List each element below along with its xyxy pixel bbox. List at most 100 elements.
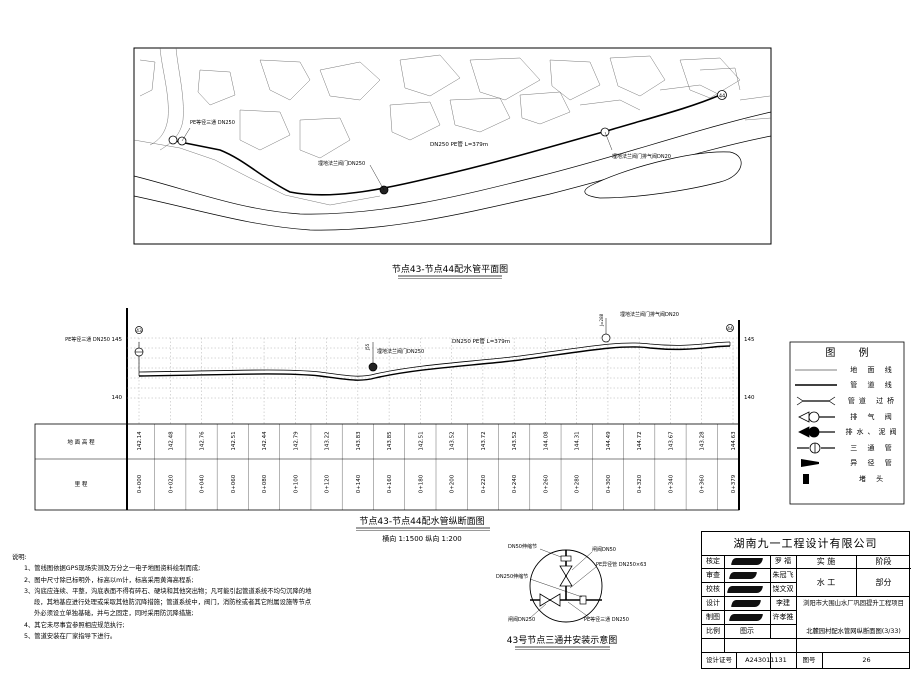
legend-frame <box>789 341 905 505</box>
plan-node-44 <box>717 90 727 100</box>
profile-valve1-symbol <box>368 362 378 372</box>
legend-item: 地 面 线 <box>790 362 904 378</box>
name-design: 李建 <box>776 599 790 607</box>
role-draft: 制图 <box>706 613 720 621</box>
profile-air-valve-symbol <box>601 333 611 343</box>
company-name: 湖南九一工程设计有限公司 <box>702 532 909 556</box>
detail-title: 43号节点三通井安装示意图 <box>507 634 617 646</box>
detail-joint-dn250 <box>579 595 587 605</box>
name-review: 朱冠飞 <box>772 571 794 579</box>
legend-item: 三 通 管 <box>790 440 904 456</box>
profile-node-44 <box>726 324 734 332</box>
note-1: 1、管线图依据GPS现场实测及万分之一电子地图资料绘制而成; <box>24 565 201 573</box>
note-5: 5、管道安装在厂家指导下进行。 <box>24 633 117 641</box>
role-approve: 核定 <box>706 557 720 565</box>
profile-scale: 横向 1:1500 纵向 1:200 <box>382 534 461 543</box>
profile-title: 节点43-节点44配水管纵断面图 <box>359 515 484 527</box>
elev-top-left: 145 <box>112 337 123 343</box>
chainage-value: 0+080 <box>262 474 268 493</box>
profile-pipe-label: DN250 PE管 L=379m <box>452 337 510 345</box>
ground-elevation-value: 144.72 <box>637 431 643 450</box>
note-3: 3、沟底应连续、平整，沟底表面不得有碎石、硬块和其他突出物；凡可能引起管道系统不… <box>24 587 312 595</box>
tee-pipe-icon <box>797 442 835 454</box>
chainage-value: 0+280 <box>575 474 581 493</box>
note-3-cont-1: 段，其地基应进行处理或采取其他防沉降措施；管道系统中，阀门，消防栓或者其它附属设… <box>34 599 312 607</box>
plug-icon <box>803 473 809 484</box>
stage-label: 阶段 <box>875 557 892 566</box>
detail-gate-valve-dn50 <box>559 565 573 577</box>
plan-tee-node <box>168 135 178 145</box>
ground-elevation-value: 144.49 <box>606 431 612 451</box>
ground-elevation-value: 142.48 <box>168 431 174 451</box>
name-draft: 许孝推 <box>772 613 794 621</box>
legend-item: 管 道 线 <box>790 378 904 394</box>
plan-view: 44 PE等径三通 DN250 DN250 PE管 L=379m 埋地法兰阀门D… <box>133 47 772 279</box>
scale-value: 图示 <box>740 627 754 635</box>
profile-node-43-label: 43 <box>136 328 142 334</box>
profile-table <box>34 423 740 511</box>
drawing-name: 北麓园村配水管网纵断面图(3/33) <box>806 628 901 635</box>
chainage-value: 0+020 <box>168 474 174 493</box>
chainage-value: 0+100 <box>293 474 299 493</box>
ground-elevation-value: 142.51 <box>418 431 424 450</box>
profile-tee-label: PE等径三通 DN250 <box>65 336 110 343</box>
scale-label: 比例 <box>706 627 720 635</box>
note-3-cont-2: 外必须设立单独基础，并与之固定，同时采用防沉降措施; <box>34 610 194 618</box>
chainage-value: 0+260 <box>543 474 549 493</box>
legend-item: 排 气 阀 <box>790 409 904 425</box>
profile-valve1-label: 埋地法兰阀门DN250 <box>377 348 424 355</box>
legend: 图 例 地 面 线 管 道 线 管道 过桥 排 气 阀 排水、泥阀 三 通 管 … <box>790 342 904 487</box>
note-2: 2、图中尺寸除已标明外，标高以m计，标高采用黄海高程系; <box>24 576 194 584</box>
ground-elevation-value: 142.79 <box>293 431 299 451</box>
plan-tee-label: PE等径三通 DN250 <box>190 119 235 126</box>
ground-elevation-value: 143.83 <box>356 431 362 451</box>
discipline-value: 水 工 <box>816 578 836 587</box>
ground-elevation-value: 142.44 <box>262 431 268 451</box>
elev-bottom-right: 140 <box>744 395 755 401</box>
profile-valve2-tag: J=288 <box>599 313 604 327</box>
plan-valve2-label: 埋地法兰阀门排气阀DN20 <box>612 153 671 160</box>
plan-valve1-label: 埋地法兰阀门DN250 <box>318 160 365 167</box>
row-label-chainage: 里 程 <box>75 480 88 488</box>
plan-pipe-route <box>169 94 721 196</box>
signature <box>728 614 764 621</box>
profile-table-values: 142.140+000142.480+020142.760+040142.510… <box>137 424 737 510</box>
chainage-value: 0+040 <box>200 474 206 493</box>
profile-node-43 <box>135 326 143 334</box>
chainage-value: 0+300 <box>606 474 612 493</box>
drawing-no-label: 图号 <box>802 656 816 664</box>
signature <box>730 558 764 565</box>
ground-elevation-value: 143.52 <box>512 431 518 450</box>
chainage-value: 0+120 <box>325 474 331 493</box>
plan-frame <box>133 47 772 245</box>
drain-valve-icon <box>798 426 835 438</box>
role-review: 审查 <box>706 571 720 579</box>
ground-elevation-value: 144.08 <box>543 431 549 451</box>
chainage-value: 0+160 <box>387 474 393 493</box>
air-valve-icon <box>798 410 835 423</box>
elev-top-right: 145 <box>744 337 755 343</box>
discipline-label: 部分 <box>875 578 892 587</box>
note-4: 4、其它未尽事宜参照相应规范执行; <box>24 621 125 629</box>
island <box>584 151 742 199</box>
detail-joint-label: DN50伸缩节 <box>508 543 537 550</box>
role-check: 校核 <box>706 585 720 593</box>
ground-elevation-value: 144.31 <box>575 431 581 450</box>
chainage-value: 0+320 <box>637 474 643 493</box>
pipe-bridge-icon <box>796 396 836 406</box>
name-approve: 罗 福 <box>774 557 792 565</box>
chainage-value: 0+200 <box>450 474 456 493</box>
signature <box>726 586 764 593</box>
ground-elevation-value: 143.28 <box>700 431 706 451</box>
detail-gate-valve-dn250 <box>539 593 551 607</box>
pipe-line-icon <box>795 384 837 387</box>
ground-elevation-value: 142.51 <box>231 431 237 450</box>
notes-heading: 说明: <box>12 554 27 561</box>
profile-ground-line <box>138 341 731 377</box>
cert-value: A243011131 <box>745 656 787 664</box>
ground-elevation-value: 143.67 <box>668 431 674 451</box>
project-name: 浏阳市大围山水厂巩固提升工程项目 <box>803 600 904 607</box>
legend-item: 异 径 管 <box>790 456 904 472</box>
ground-elevation-value: 144.63 <box>731 431 737 451</box>
